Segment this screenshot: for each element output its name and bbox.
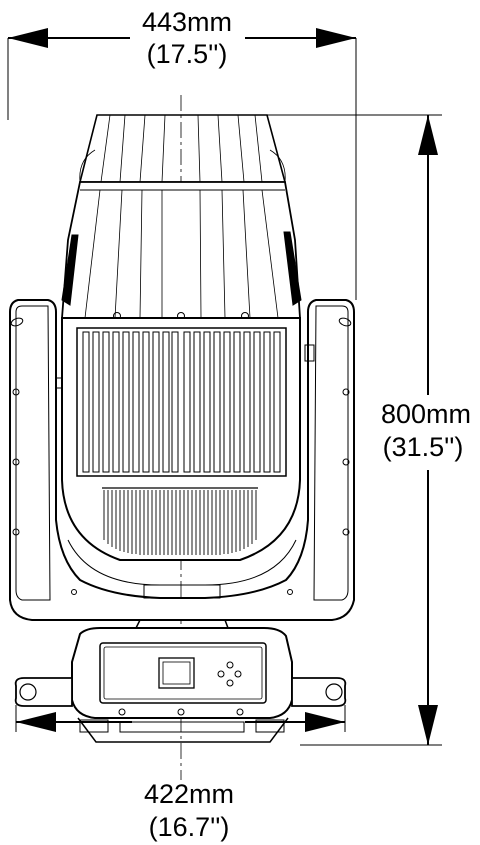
base-width-metric-label: 422mm: [144, 779, 234, 809]
fixture-head: [61, 114, 302, 320]
left-handle: [14, 677, 73, 707]
control-panel: [99, 642, 267, 704]
top-width-arrowhead-left: [8, 28, 48, 48]
top-width-imperial-label: (17.5''): [147, 39, 228, 69]
base-width-dimension: 422mm (16.7''): [15, 705, 346, 842]
base-width-imperial-label: (16.7''): [149, 812, 230, 842]
right-handle: [291, 677, 347, 707]
top-width-arrowhead-right: [316, 28, 356, 48]
height-dimension: 800mm (31.5''): [240, 114, 471, 746]
height-arrowhead-top: [418, 115, 438, 155]
base-width-arrowhead-left: [16, 712, 56, 732]
top-width-metric-label: 443mm: [142, 7, 232, 37]
height-imperial-label: (31.5''): [383, 432, 464, 462]
display-screen: [158, 657, 195, 689]
menu-buttons: [217, 661, 242, 687]
fixture-body: [61, 317, 301, 599]
top-width-dimension: 443mm (17.5''): [7, 7, 357, 300]
yoke: [9, 299, 355, 621]
fixture-base: [14, 619, 347, 743]
height-arrowhead-bottom: [418, 705, 438, 745]
height-metric-label: 800mm: [381, 399, 471, 429]
base-width-arrowhead-right: [305, 712, 345, 732]
